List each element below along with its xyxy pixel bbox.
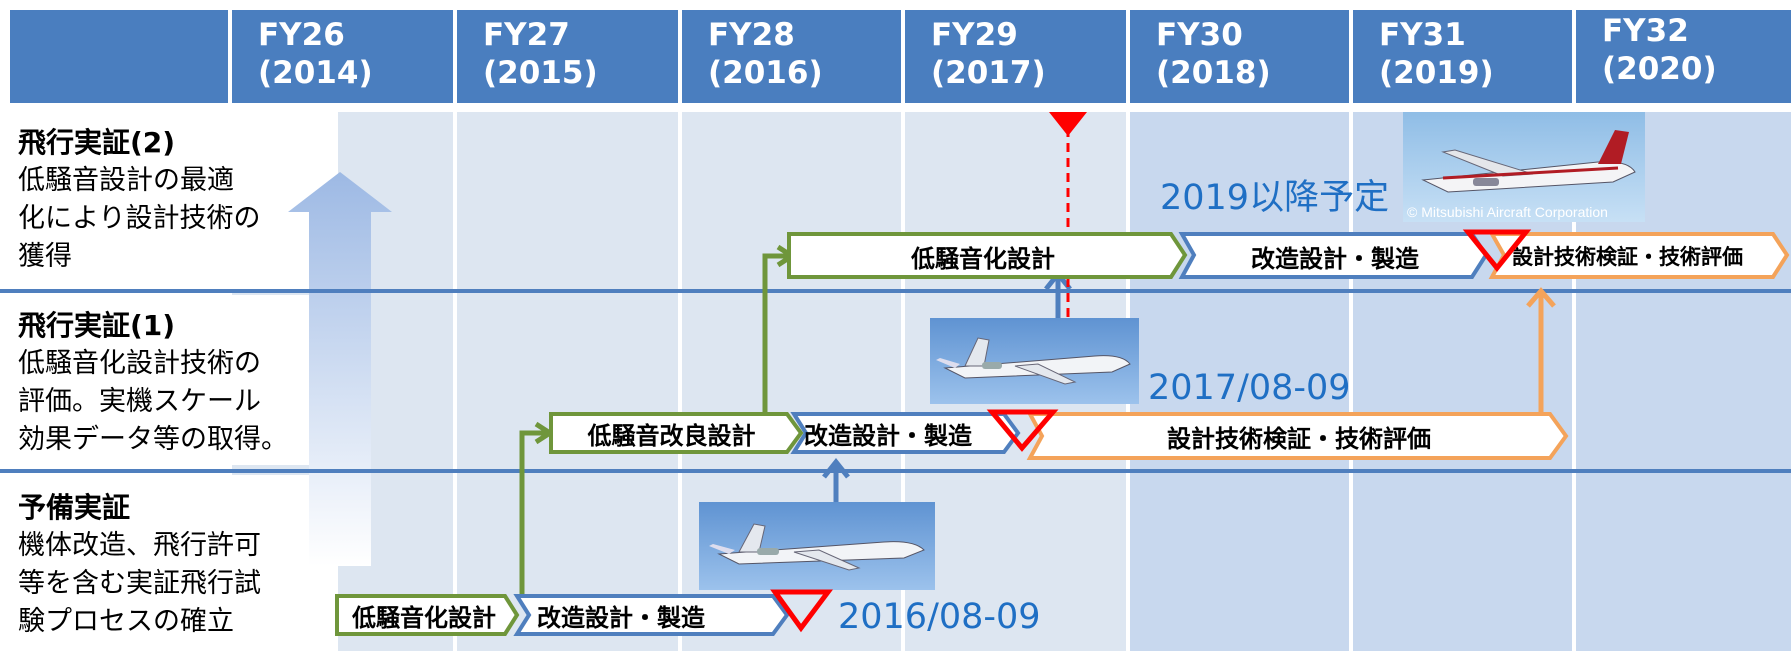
bar-label: 低騒音化設計 — [911, 244, 1055, 273]
year-label: (2018) — [1156, 55, 1271, 91]
bar-prelim-design: 低騒音化設計 — [335, 594, 520, 636]
row-label-flight2: 飛行実証(2) 低騒音設計の最適 化により設計技術の 獲得 — [18, 124, 338, 276]
fy-label: FY29 — [931, 17, 1018, 53]
fy-label: FY31 — [1379, 17, 1466, 53]
date-flight2-note: 2019以降予定 — [1160, 178, 1390, 218]
fy-label: FY28 — [708, 17, 795, 53]
airplane-icon — [936, 337, 1131, 385]
year-label: (2020) — [1602, 51, 1717, 87]
bar-label: 改造設計・製造 — [537, 603, 705, 632]
header-fy31: FY31(2019) — [1353, 10, 1572, 103]
photo-credit: © Mitsubishi Aircraft Corporation — [1407, 204, 1608, 220]
year-label: (2017) — [931, 55, 1046, 91]
header-fy30: FY30(2018) — [1130, 10, 1349, 103]
label-panel-flight1 — [0, 295, 338, 465]
year-label: (2015) — [483, 55, 598, 91]
row-description: 機体改造、飛行許可 等を含む実証飛行試 験プロセスの確立 — [18, 530, 261, 637]
current-marker-triangle — [1049, 112, 1087, 136]
header-fy32: FY32(2020) — [1576, 10, 1791, 103]
fy-label: FY32 — [1602, 13, 1689, 49]
connector-prelim-to-flight1 — [519, 430, 549, 594]
row-title: 飛行実証(1) — [18, 309, 176, 342]
year-label: (2014) — [258, 55, 373, 91]
aircraft-photo-flight2: © Mitsubishi Aircraft Corporation — [1403, 112, 1645, 222]
label-panel-prelim — [0, 475, 338, 651]
bar-flight2-design: 低騒音化設計 — [787, 232, 1189, 280]
date-prelim-flight: 2016/08-09 — [838, 597, 1041, 637]
bar-label: 設計技術検証・技術評価 — [1167, 424, 1431, 453]
header-fy27: FY27(2015) — [457, 10, 678, 103]
bar-flight1-verification: 設計技術検証・技術評価 — [1026, 412, 1570, 462]
row-title: 飛行実証(2) — [18, 126, 176, 159]
aircraft-photo-prelim — [699, 502, 935, 590]
bar-label: 低騒音化設計 — [352, 603, 496, 632]
bar-prelim-modification: 改造設計・製造 — [513, 594, 790, 636]
fy-label: FY27 — [483, 17, 570, 53]
column-fy30 — [1130, 112, 1349, 651]
connector-flight1-to-flight2 — [762, 253, 791, 412]
airplane-icon — [1421, 130, 1636, 193]
timeline-header: FY26(2014) FY27(2015) FY28(2016) FY29(20… — [0, 0, 1791, 112]
year-label: (2019) — [1379, 55, 1494, 91]
header-corner — [10, 10, 228, 103]
row-title: 予備実証 — [18, 491, 131, 524]
bar-label: 改造設計・製造 — [804, 421, 972, 450]
row-label-flight1: 飛行実証(1) 低騒音化設計技術の 評価。実機スケール 効果データ等の取得。 — [18, 307, 338, 459]
bar-label: 改造設計・製造 — [1251, 244, 1419, 273]
bar-flight1-improved-design: 低騒音改良設計 — [549, 412, 804, 454]
bar-label: 設計技術検証・技術評価 — [1512, 245, 1743, 269]
date-flight1: 2017/08-09 — [1148, 368, 1351, 408]
fy-label: FY30 — [1156, 17, 1243, 53]
milestone-triangle-prelim — [770, 589, 833, 633]
header-fy26: FY26(2014) — [232, 10, 453, 103]
milestone-triangle-flight2 — [1462, 229, 1532, 272]
row-label-prelim: 予備実証 機体改造、飛行許可 等を含む実証飛行試 験プロセスの確立 — [18, 489, 338, 641]
row-divider — [0, 289, 1791, 293]
milestone-triangle-flight1 — [986, 409, 1059, 452]
year-label: (2016) — [708, 55, 823, 91]
row-description: 低騒音設計の最適 化により設計技術の 獲得 — [18, 165, 261, 272]
header-fy28: FY28(2016) — [682, 10, 901, 103]
row-description: 低騒音化設計技術の 評価。実機スケール 効果データ等の取得。 — [18, 348, 288, 455]
row-divider — [0, 469, 1791, 473]
bar-flight2-modification: 改造設計・製造 — [1178, 232, 1490, 280]
column-fy27 — [457, 112, 678, 651]
aircraft-photo-flight1 — [930, 318, 1139, 404]
fy-label: FY26 — [258, 17, 345, 53]
label-panel-flight2 — [0, 112, 338, 289]
bar-flight1-modification: 改造設計・製造 — [790, 412, 1021, 454]
header-fy29: FY29(2017) — [905, 10, 1126, 103]
bar-label: 低騒音改良設計 — [587, 421, 756, 450]
airplane-icon — [709, 523, 925, 571]
bar-flight2-verification: 設計技術検証・技術評価 — [1488, 232, 1790, 280]
